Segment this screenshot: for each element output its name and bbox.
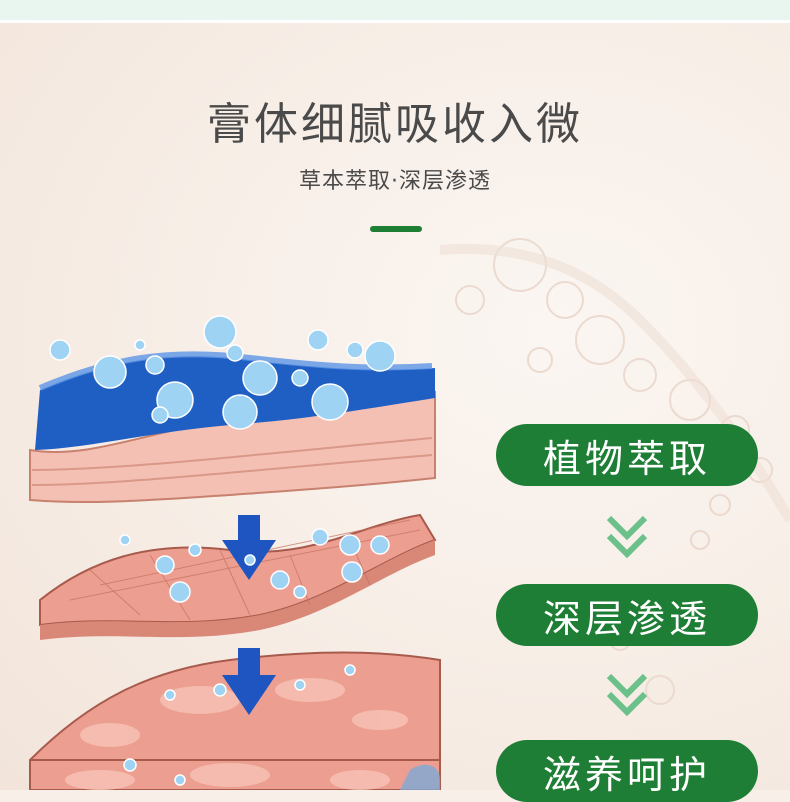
title-accent-bar: [370, 226, 422, 232]
top-divider: [0, 20, 790, 23]
step-pill-nourish: 滋养呵护: [496, 740, 758, 802]
cream-layer: [29, 351, 436, 504]
step-pill-extract: 植物萃取: [496, 424, 758, 486]
step-label: 深层渗透: [542, 596, 711, 641]
water-bubble-icon: [49, 315, 396, 786]
page-title: 膏体细腻吸收入微: [207, 99, 583, 150]
chevron-down-double-icon: [606, 673, 648, 717]
page-subtitle: 草本萃取·深层渗透: [299, 169, 491, 194]
step-label: 滋养呵护: [542, 752, 711, 797]
step-label: 植物萃取: [542, 436, 711, 481]
chevron-down-double-icon: [606, 515, 648, 559]
top-bar: [0, 0, 790, 20]
mid-skin-layer: [39, 513, 437, 640]
step-pill-penetrate: 深层渗透: [496, 584, 758, 646]
deep-skin-layer: [29, 651, 441, 790]
